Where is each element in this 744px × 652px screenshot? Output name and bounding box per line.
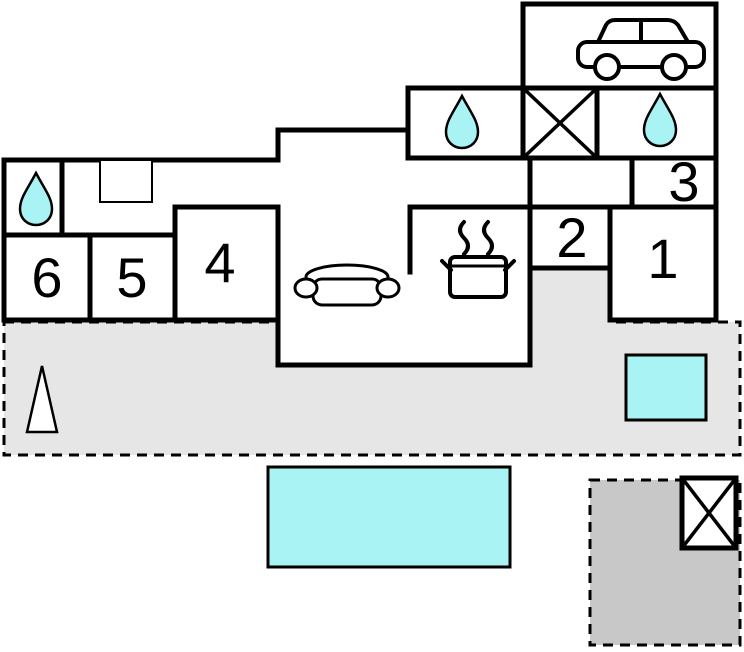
pot-handle xyxy=(503,259,516,272)
crossed-box-diagonal xyxy=(680,476,738,550)
car-wheel xyxy=(660,53,688,81)
car-wheel xyxy=(593,53,621,81)
room-5-label: 5 xyxy=(116,246,147,309)
water-drop-icons xyxy=(18,91,678,227)
room-3-label: 3 xyxy=(668,150,699,213)
room-6-label: 6 xyxy=(31,246,62,309)
closet-box xyxy=(99,159,153,203)
water-drop-icon xyxy=(444,93,480,150)
triangle-icon xyxy=(25,365,59,434)
room-1-label: 1 xyxy=(647,227,678,290)
steam-line xyxy=(482,220,494,256)
swimming-pool xyxy=(266,465,512,569)
sofa-seat xyxy=(311,277,383,307)
pot-handle xyxy=(440,259,453,272)
steam-line xyxy=(458,220,470,256)
room-2-label: 2 xyxy=(556,206,587,269)
sofa-icon xyxy=(293,263,401,307)
crossed-box-icon-patio xyxy=(679,475,739,551)
car-roof xyxy=(596,18,690,44)
water-drop-icon xyxy=(642,91,678,148)
room-4-label: 4 xyxy=(204,231,235,294)
crossed-box-diagonal xyxy=(521,86,599,160)
cooking-pot-icon xyxy=(440,220,516,299)
crossed-box-icon xyxy=(520,85,600,161)
sofa-armrest xyxy=(293,277,319,299)
car-icon xyxy=(576,18,706,81)
sofa-armrest xyxy=(375,277,401,299)
hot-tub xyxy=(624,353,708,422)
water-drop-icon xyxy=(18,170,54,227)
pot-body xyxy=(448,255,508,299)
terrace-nook xyxy=(530,268,610,324)
